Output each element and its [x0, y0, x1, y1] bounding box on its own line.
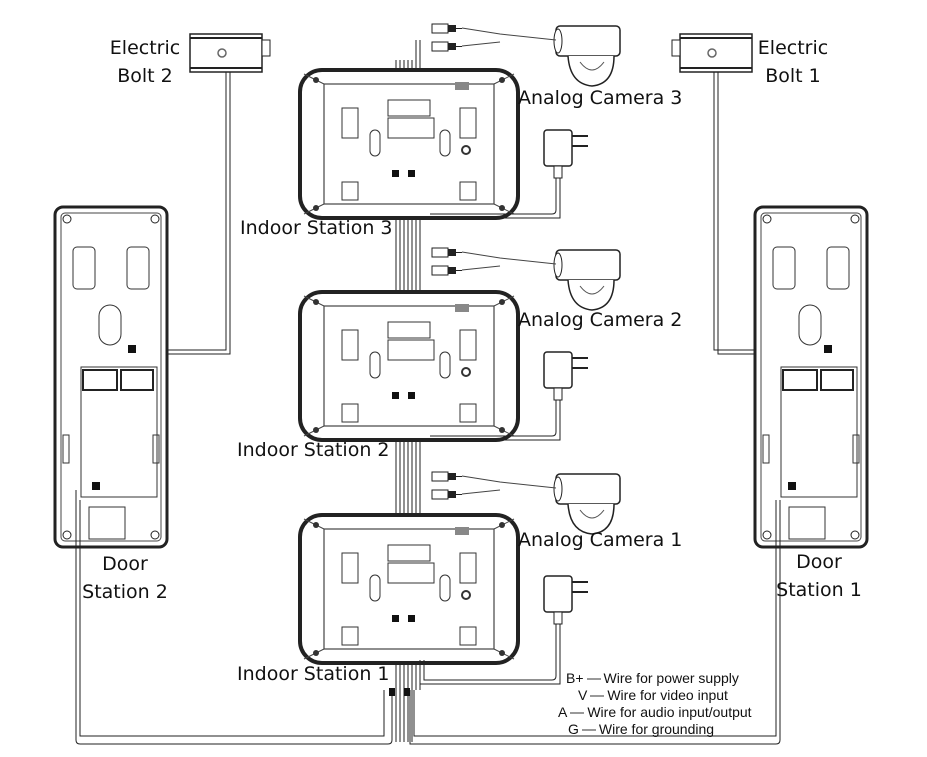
electric-bolt-1-label: Electric Bolt 1	[757, 37, 829, 87]
analog-camera-2-label: Analog Camera 2	[518, 309, 683, 331]
analog-camera-3-label: Analog Camera 3	[518, 87, 683, 109]
analog-camera-1-icon	[553, 473, 621, 535]
door-station-1-label: Door Station 1	[776, 551, 862, 601]
door-station-2-icon	[53, 205, 169, 549]
power-adapter-3-icon	[543, 129, 589, 179]
legend-item: B+Wire for power supply	[566, 670, 739, 686]
power-adapter-2-icon	[543, 351, 589, 401]
indoor-station-3-label: Indoor Station 3	[240, 217, 393, 239]
indoor-station-1-label: Indoor Station 1	[237, 663, 390, 685]
electric-bolt-2-label: Electric Bolt 2	[109, 37, 181, 87]
analog-camera-1-label: Analog Camera 1	[518, 529, 683, 551]
door-station-2-label: Door Station 2	[82, 553, 168, 603]
indoor-station-3-icon	[298, 68, 520, 220]
analog-camera-3-icon	[553, 25, 621, 87]
power-adapter-1-icon	[543, 575, 589, 625]
indoor-station-2-icon	[298, 290, 520, 442]
electric-bolt-2-icon	[189, 33, 263, 73]
door-station-1-icon	[753, 205, 869, 549]
indoor-station-1-icon	[298, 513, 520, 665]
analog-camera-2-icon	[553, 249, 621, 311]
indoor-station-2-label: Indoor Station 2	[237, 439, 390, 461]
electric-bolt-1-icon	[679, 33, 753, 73]
